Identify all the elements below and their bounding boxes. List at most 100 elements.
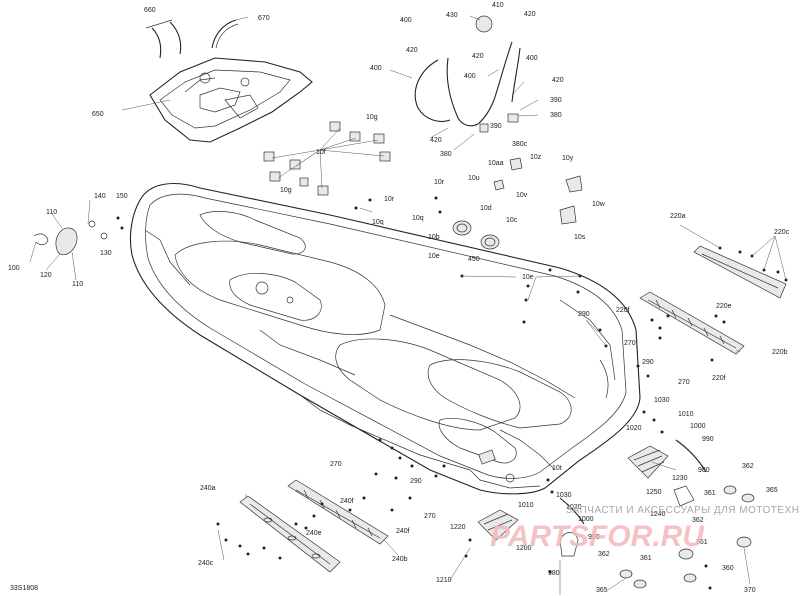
callout-370: 370: [744, 587, 756, 594]
callout-220a: 220a: [670, 213, 686, 220]
callout-380c: 380c: [512, 141, 528, 148]
callout-10e: 10e: [522, 274, 534, 281]
callout-10e: 10e: [428, 253, 440, 260]
callout-430: 430: [446, 12, 458, 19]
mirror-120-illustration: [33, 220, 108, 256]
callout-10s: 10s: [574, 234, 586, 241]
callout-420: 420: [472, 53, 484, 60]
callout-1020: 1020: [566, 504, 582, 511]
callout-130: 130: [100, 250, 112, 257]
callout-1250: 1250: [646, 489, 662, 496]
callout-10z: 10z: [530, 154, 542, 161]
callout-980: 980: [698, 467, 710, 474]
callout-220e: 220e: [716, 303, 732, 310]
plate-1200-illustration: [477, 509, 519, 541]
callout-100: 100: [8, 265, 20, 272]
callout-361: 361: [704, 490, 716, 497]
callout-450: 450: [468, 256, 480, 263]
callout-10aa: 10aa: [488, 160, 504, 167]
callout-290: 290: [578, 311, 590, 318]
callout-420: 420: [552, 77, 564, 84]
callout-420: 420: [430, 137, 442, 144]
callout-400: 400: [370, 65, 382, 72]
callout-10b: 10b: [428, 234, 440, 241]
callout-240e: 240e: [306, 530, 322, 537]
callout-10c: 10c: [506, 217, 518, 224]
callout-362: 362: [692, 517, 704, 524]
callout-10v: 10v: [516, 192, 528, 199]
fastener-dots: [116, 196, 788, 590]
callout-240a: 240a: [200, 485, 216, 492]
callout-362: 362: [742, 463, 754, 470]
callout-390: 390: [490, 123, 502, 130]
callout-1230: 1230: [672, 475, 688, 482]
callout-120: 120: [40, 272, 52, 279]
callout-380: 380: [550, 112, 562, 119]
callout-10r: 10r: [434, 179, 445, 186]
callout-1210: 1210: [436, 577, 452, 584]
callout-10g: 10g: [366, 114, 378, 121]
figure-code: 33S1808: [10, 585, 38, 592]
callout-1010: 1010: [678, 411, 694, 418]
callout-290: 290: [410, 478, 422, 485]
callout-10q: 10q: [372, 219, 384, 226]
plate-1230-illustration: [627, 445, 669, 479]
callout-390: 390: [550, 97, 562, 104]
callout-1000: 1000: [690, 423, 706, 430]
callout-1220: 1220: [450, 524, 466, 531]
callout-670: 670: [258, 15, 270, 22]
callout-1030: 1030: [556, 492, 572, 499]
callout-400: 400: [400, 17, 412, 24]
callout-labels: 660 670 650 430 410 420 400 420 420 400 …: [8, 2, 790, 594]
callout-1200: 1200: [516, 545, 532, 552]
hose-assembly-illustration: [414, 15, 521, 133]
watermark-logo: PARTSFOR.RU: [490, 520, 705, 553]
callout-980: 980: [548, 570, 560, 577]
callout-10t: 10t: [552, 465, 562, 472]
callout-420: 420: [406, 47, 418, 54]
callout-220f: 220f: [712, 375, 726, 382]
tie-down-cleats-illustration: [559, 485, 755, 589]
callout-10w: 10w: [592, 201, 606, 208]
callout-10g: 10g: [280, 187, 292, 194]
drain-hose-illustration: [559, 439, 707, 525]
callout-1000: 1000: [578, 516, 594, 523]
callout-140: 140: [94, 193, 106, 200]
callout-10f: 10f: [316, 149, 326, 156]
callout-10y: 10y: [562, 155, 574, 162]
callout-361: 361: [696, 539, 708, 546]
step-240b-illustration: [287, 479, 389, 545]
callout-270: 270: [678, 379, 690, 386]
callout-220b: 220b: [772, 349, 788, 356]
callout-110: 110: [72, 281, 83, 288]
callout-1030: 1030: [654, 397, 670, 404]
callout-240f: 240f: [340, 498, 354, 505]
callout-1010: 1010: [518, 502, 534, 509]
callout-410: 410: [492, 2, 504, 9]
callout-400: 400: [526, 55, 538, 62]
strip-240a-illustration: [239, 495, 341, 573]
callout-110: 110: [46, 209, 57, 216]
strip-220a-illustration: [693, 245, 787, 299]
callout-10q: 10q: [412, 215, 424, 222]
callout-240c: 240c: [198, 560, 214, 567]
callout-365: 365: [596, 587, 608, 594]
handle-670-illustration: [211, 19, 239, 49]
leader-lines: [29, 15, 787, 595]
watermark-text: ЗАПЧАСТИ И АКСЕССУАРЫ ДЛЯ МОТОТЕХНИКИ: [566, 505, 800, 516]
hull-illustration: [129, 183, 641, 495]
grommets-10b-10c-illustration: [452, 220, 500, 250]
callout-420: 420: [524, 11, 536, 18]
callout-1240: 1240: [650, 511, 666, 518]
callout-10r: 10r: [384, 196, 395, 203]
handle-660-illustration: [145, 19, 182, 59]
callout-365: 365: [766, 487, 778, 494]
callout-990: 990: [588, 534, 600, 541]
step-220b-illustration: [639, 291, 745, 355]
callout-220c: 220c: [774, 229, 790, 236]
callout-270: 270: [330, 461, 342, 468]
callout-10d: 10d: [480, 205, 492, 212]
callout-240f: 240f: [396, 528, 410, 535]
callout-240b: 240b: [392, 556, 408, 563]
